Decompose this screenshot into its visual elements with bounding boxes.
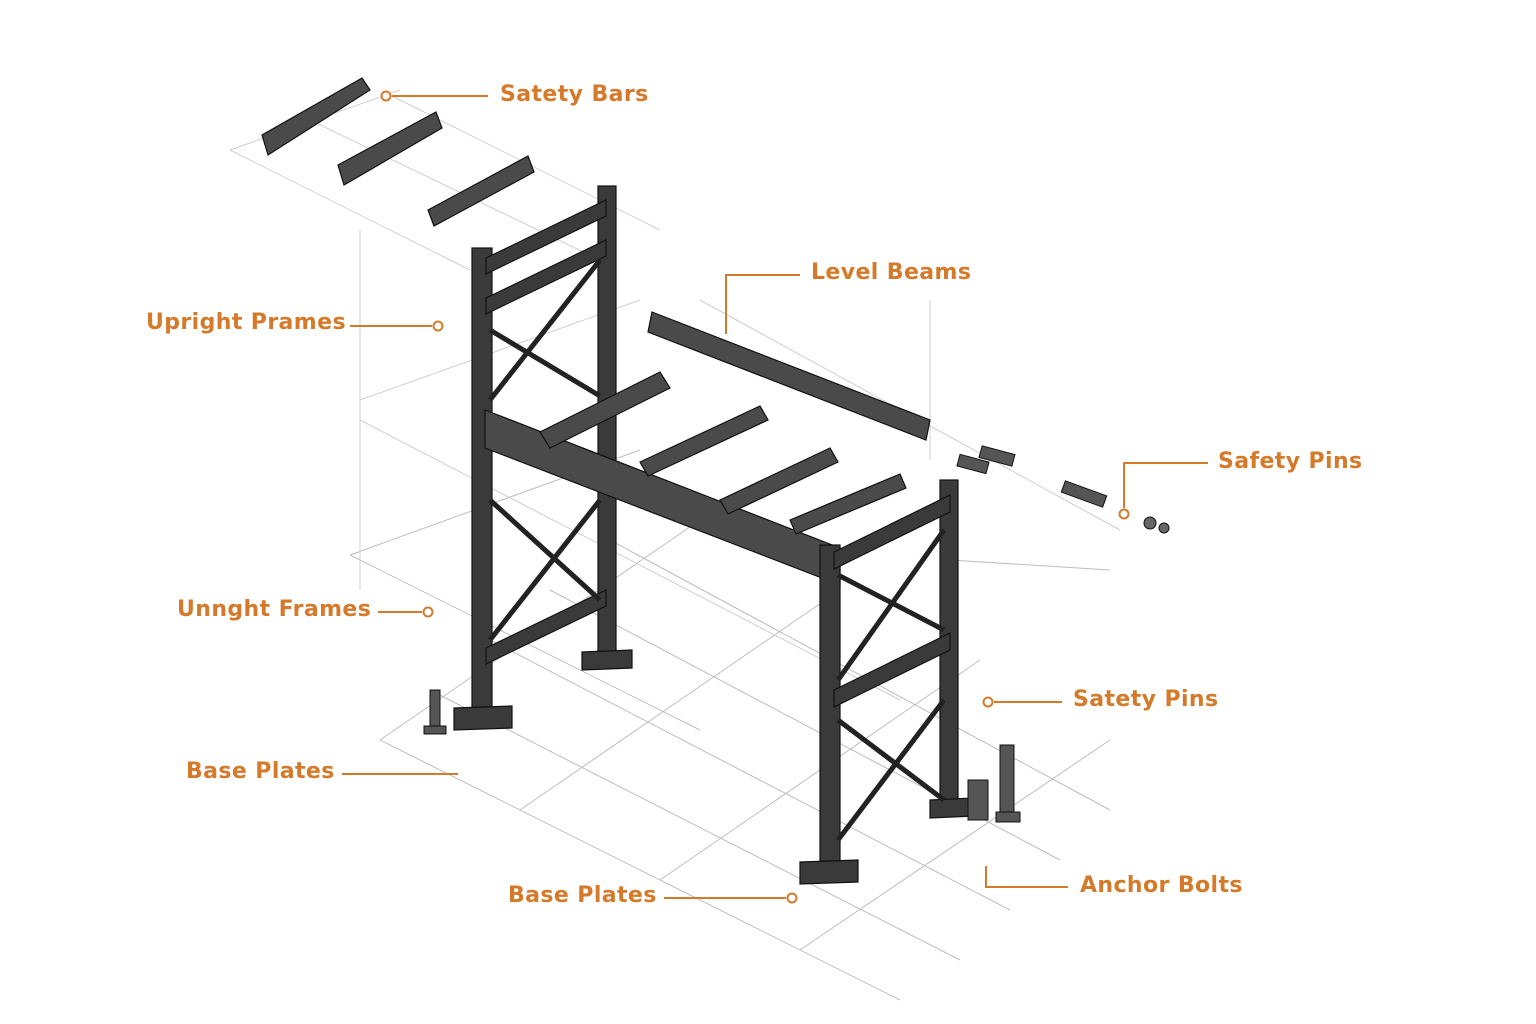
safety-bars-group [261,77,535,227]
front-level-beam [484,409,841,586]
left-upright-frame [453,185,633,731]
right-upright-frame [799,479,975,885]
left-brace-1 [488,327,602,399]
rear-level-beam [647,311,931,441]
label-unnght-frames: Unnght Frames [177,597,372,622]
left-brace-4 [488,498,602,602]
label-upright-prames: Upright Prames [146,310,346,335]
label-anchor-bolts: Anchor Bolts [1080,873,1243,898]
left-brace-3 [488,498,602,642]
label-safety-bars: Satety Bars [500,82,649,107]
right-brace-3 [836,698,946,842]
label-satety-pins: Satety Pins [1073,687,1219,712]
cross-deck-2 [639,405,769,477]
leader-lines [342,90,1208,904]
left-brace-2 [488,258,602,402]
cross-deck-4 [789,473,907,535]
safety-pins-parts [956,445,1170,534]
label-level-beams: Level Beams [811,260,972,285]
right-brace-2 [835,528,947,682]
anchor-bolts-parts [423,689,1021,823]
label-base-plates-bottom: Base Plates [508,883,657,908]
label-safety-pins-top: Safety Pins [1218,449,1363,474]
cross-deck-1 [539,371,671,449]
label-base-plates-left: Base Plates [186,759,335,784]
right-brace-4 [836,718,946,802]
cross-deck-3 [719,447,839,515]
